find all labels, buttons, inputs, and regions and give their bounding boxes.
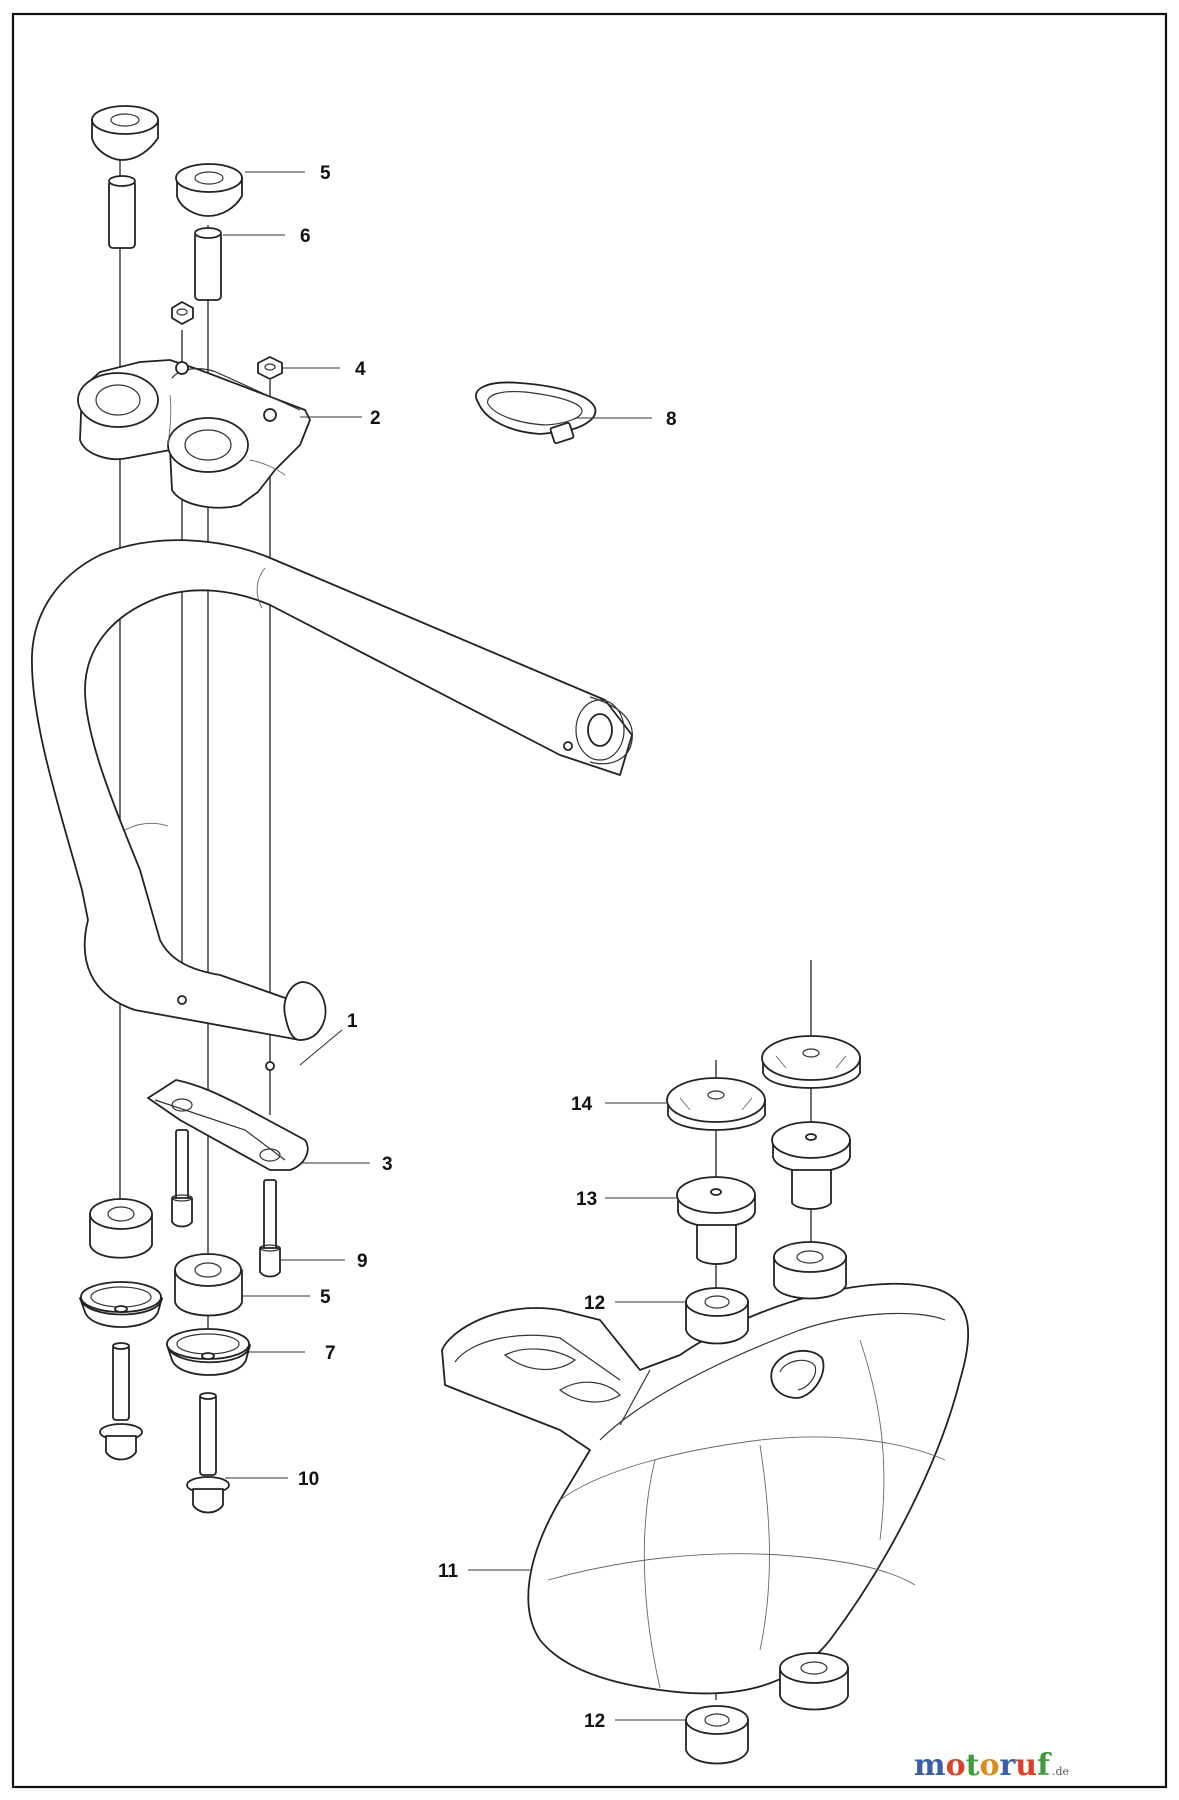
cup-washer-right	[166, 1328, 251, 1376]
rubber-ring-right-upper	[773, 1241, 847, 1300]
callout-labels: 5 6 4 2 8 1 14 3 13 9 12 5 7 10 11 12	[298, 163, 677, 1732]
hex-nut-right	[257, 356, 283, 380]
rubber-buffer-top-right	[175, 163, 243, 217]
rubber-buffer-bottom-right	[174, 1253, 243, 1317]
diagram-frame	[11, 12, 1168, 1789]
cable-tie	[475, 381, 597, 445]
rubber-buffer-bottom-left	[89, 1198, 153, 1259]
rubber-ring-right-lower	[779, 1652, 849, 1711]
callout-14: 14	[571, 1094, 593, 1115]
callout-9: 9	[357, 1251, 368, 1272]
spacer-sleeve-left	[108, 175, 136, 249]
watermark-suffix: .de	[1052, 1765, 1069, 1778]
clamp-plate	[147, 1079, 309, 1171]
callout-5-top: 5	[320, 163, 331, 184]
callout-2: 2	[370, 408, 381, 429]
callout-leaders	[223, 171, 686, 1721]
callout-12-lower: 12	[584, 1711, 605, 1732]
cap-screw-right	[259, 1179, 281, 1278]
callout-11: 11	[438, 1561, 459, 1582]
harness-guard	[441, 1282, 970, 1695]
watermark-letter-m: m	[914, 1748, 946, 1783]
callout-12-upper: 12	[584, 1293, 605, 1314]
callout-13: 13	[576, 1189, 597, 1210]
watermark-letter-t: t	[966, 1748, 980, 1783]
callout-10: 10	[298, 1469, 319, 1490]
rubber-ring-left-lower	[685, 1705, 749, 1765]
rubber-buffer-top-left	[91, 105, 159, 161]
rubber-ring-left-upper	[685, 1287, 749, 1345]
clamp-bracket	[77, 359, 311, 509]
callout-1: 1	[347, 1011, 358, 1032]
handle-tube	[31, 539, 633, 1071]
watermark-letter-o2: o	[979, 1748, 999, 1783]
spacer-sleeve-right	[194, 227, 222, 301]
motoruf-watermark: motoruf .de	[914, 1748, 1069, 1783]
cap-screw-left	[171, 1129, 193, 1228]
watermark-letter-f: f	[1037, 1748, 1052, 1783]
callout-4: 4	[355, 359, 366, 380]
callout-7: 7	[325, 1343, 336, 1364]
callout-3: 3	[382, 1154, 393, 1175]
stepped-bushing-right	[771, 1121, 851, 1210]
callout-6: 6	[300, 226, 311, 247]
cap-right	[761, 1035, 861, 1089]
flange-bolt-left	[99, 1342, 143, 1461]
cap-left	[666, 1077, 766, 1131]
callout-5-bottom: 5	[320, 1287, 331, 1308]
cup-washer-left	[79, 1281, 163, 1328]
svg-text:motoruf: motoruf	[914, 1748, 1052, 1783]
stepped-bushing-left	[676, 1176, 756, 1265]
callout-8: 8	[666, 409, 677, 430]
hex-nut-top-left	[171, 301, 194, 325]
watermark-letter-o1: o	[946, 1748, 966, 1783]
watermark-letter-r: r	[999, 1748, 1016, 1783]
flange-bolt-right	[186, 1392, 230, 1514]
watermark-letter-u: u	[1015, 1748, 1037, 1783]
